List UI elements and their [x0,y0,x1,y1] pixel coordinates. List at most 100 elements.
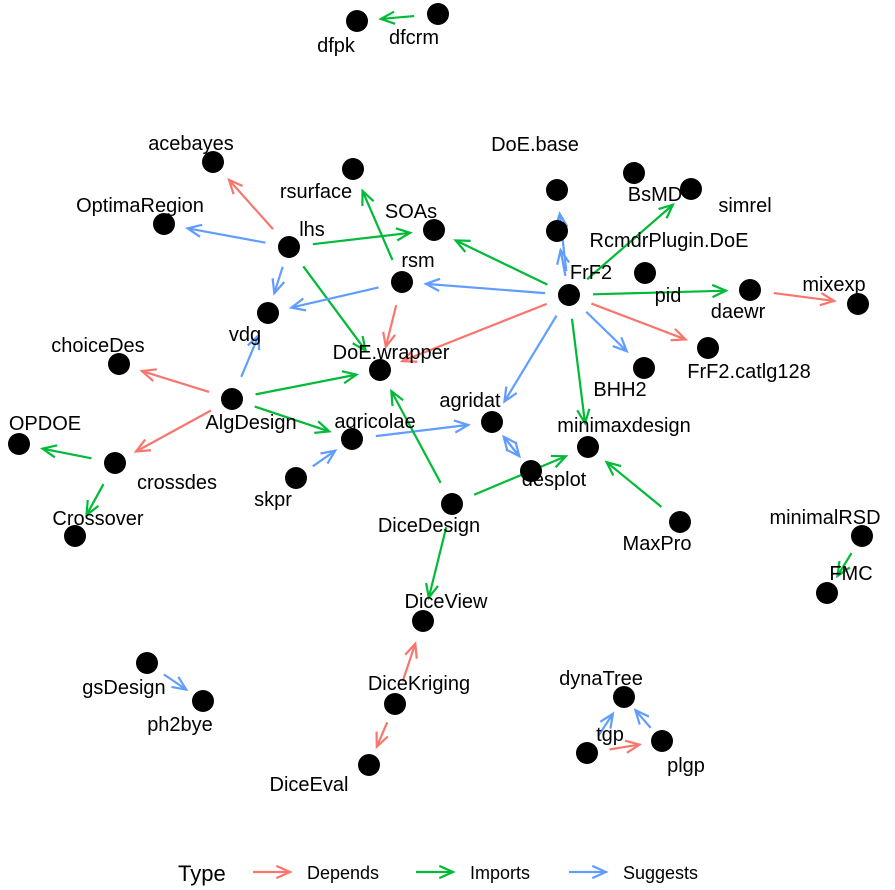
edge-lhs-to-vdg [271,266,286,296]
node-label-pid: pid [655,285,682,307]
node-label-skpr: skpr [254,489,292,511]
edge-arrowhead [341,370,360,385]
edge-line [228,179,274,230]
edge-lhs-to-OptimaRegion [184,223,266,244]
edge-minimalRSD-to-FMC [836,552,853,579]
edge-MaxPro-to-minimaxdesign [604,460,663,508]
node-DoE-base [546,179,568,201]
edge-lhs-to-DoE-wrapper [302,265,368,353]
nodes-layer [8,3,873,776]
node-crossdes [104,452,126,474]
edge-line [255,373,357,396]
node-choiceDes [108,353,130,375]
node-label-desplot: desplot [522,469,587,491]
edge-rsm-to-vdg [288,286,379,312]
edge-line [585,310,628,353]
legend-item-suggests: Suggests [569,863,698,883]
node-label-MaxPro: MaxPro [623,533,692,555]
edge-line [380,14,415,21]
edge-FrF2-to-minimaxdesign [570,318,591,426]
edge-line [634,709,652,729]
edge-crossdes-to-Crossover [85,483,105,518]
edge-line [302,265,367,352]
edge-arrowhead [39,444,58,459]
edge-line [401,302,548,363]
node-BHH2 [633,357,655,379]
node-label-rsurface: rsurface [280,181,352,203]
edge-line [187,227,266,244]
edge-line [273,266,284,294]
node-label-DoE-base: DoE.base [491,134,579,156]
edge-lhs-to-acebayes [227,177,274,230]
node-agricolae [341,428,363,450]
labels-layer: dfcrmdfpkacebayesOptimaRegionlhsrsurface… [9,27,881,796]
edge-line [384,305,398,347]
edge-daewr-to-mixexp [773,291,837,307]
edge-line [141,370,210,393]
node-MaxPro [669,511,691,533]
edge-arrowhead [633,708,650,725]
node-OPDOE [8,433,30,455]
legend-key-depends-arrowhead [275,864,293,880]
edge-arrowhead [819,292,837,307]
edge-crossdes-to-OPDOE [39,444,92,460]
edge-arrowhead [599,711,615,729]
node-OptimaRegion [153,213,175,235]
edge-arrowhead [399,349,418,363]
edge-arrowhead [576,408,591,426]
node-label-SOAs: SOAs [385,201,437,223]
node-label-FrF2: FrF2 [570,262,612,284]
node-label-rsm: rsm [401,250,434,272]
edge-arrowhead [314,420,332,434]
node-label-dfpk: dfpk [317,35,356,57]
node-ph2bye [192,690,214,712]
edge-DiceKriging-to-DiceView [401,641,418,682]
edge-rsm-to-rsurface [361,188,394,261]
node-mixexp [847,293,869,315]
edge-line [591,302,686,341]
edge-FrF2-to-FrF2-catlg128 [591,302,689,342]
edge-line [455,239,548,286]
node-label-DoE-wrapper: DoE.wrapper [333,342,450,364]
edge-arrowhead [271,278,286,296]
node-acebayes [202,151,224,173]
node-AlgDesign [221,388,243,410]
edge-tgp-to-plgp [609,739,643,754]
edge-FrF2-to-DoE-wrapper [399,302,548,363]
node-label-plgp: plgp [667,755,705,777]
node-label-DiceEval: DiceEval [270,774,349,796]
edge-line [254,405,330,433]
edge-arrowhead [375,731,389,750]
edge-DiceKriging-to-DiceEval [375,721,389,750]
edge-line [609,743,640,751]
node-label-FMC: FMC [829,563,872,585]
edge-line [163,673,187,691]
edge-line [570,318,587,424]
edge-AlgDesign-to-crossdes [133,409,212,453]
node-pid [634,262,656,284]
edge-arrowhead [139,368,157,382]
node-tgp [576,742,598,764]
legend-item-depends: Depends [253,863,379,883]
edge-skpr-to-agricolae [312,449,338,468]
edge-arrowhead [550,454,569,468]
edge-line [312,231,411,246]
node-label-mixexp: mixexp [802,274,865,296]
edge-arrowhead [503,386,518,404]
node-label-OptimaRegion: OptimaRegion [76,195,204,217]
edge-arrowhead [423,277,441,292]
edge-FrF2-to-rsm [423,277,546,295]
edge-line [85,483,105,516]
node-minimaxdesign [577,436,599,458]
node-label-BsMD: BsMD [628,184,682,206]
edge-AlgDesign-to-vdg [240,332,261,378]
legend-label-depends: Depends [307,863,379,883]
node-label-AlgDesign: AlgDesign [205,412,296,434]
node-desplot [520,460,542,482]
node-gsDesign [136,652,158,674]
node-label-Crossover: Crossover [52,508,143,530]
edge-DiceDesign-to-DoE-wrapper [390,388,442,484]
edge-line [605,461,663,508]
edge-arrowhead [425,582,439,601]
edge-FrF2-to-BHH2 [585,310,629,354]
